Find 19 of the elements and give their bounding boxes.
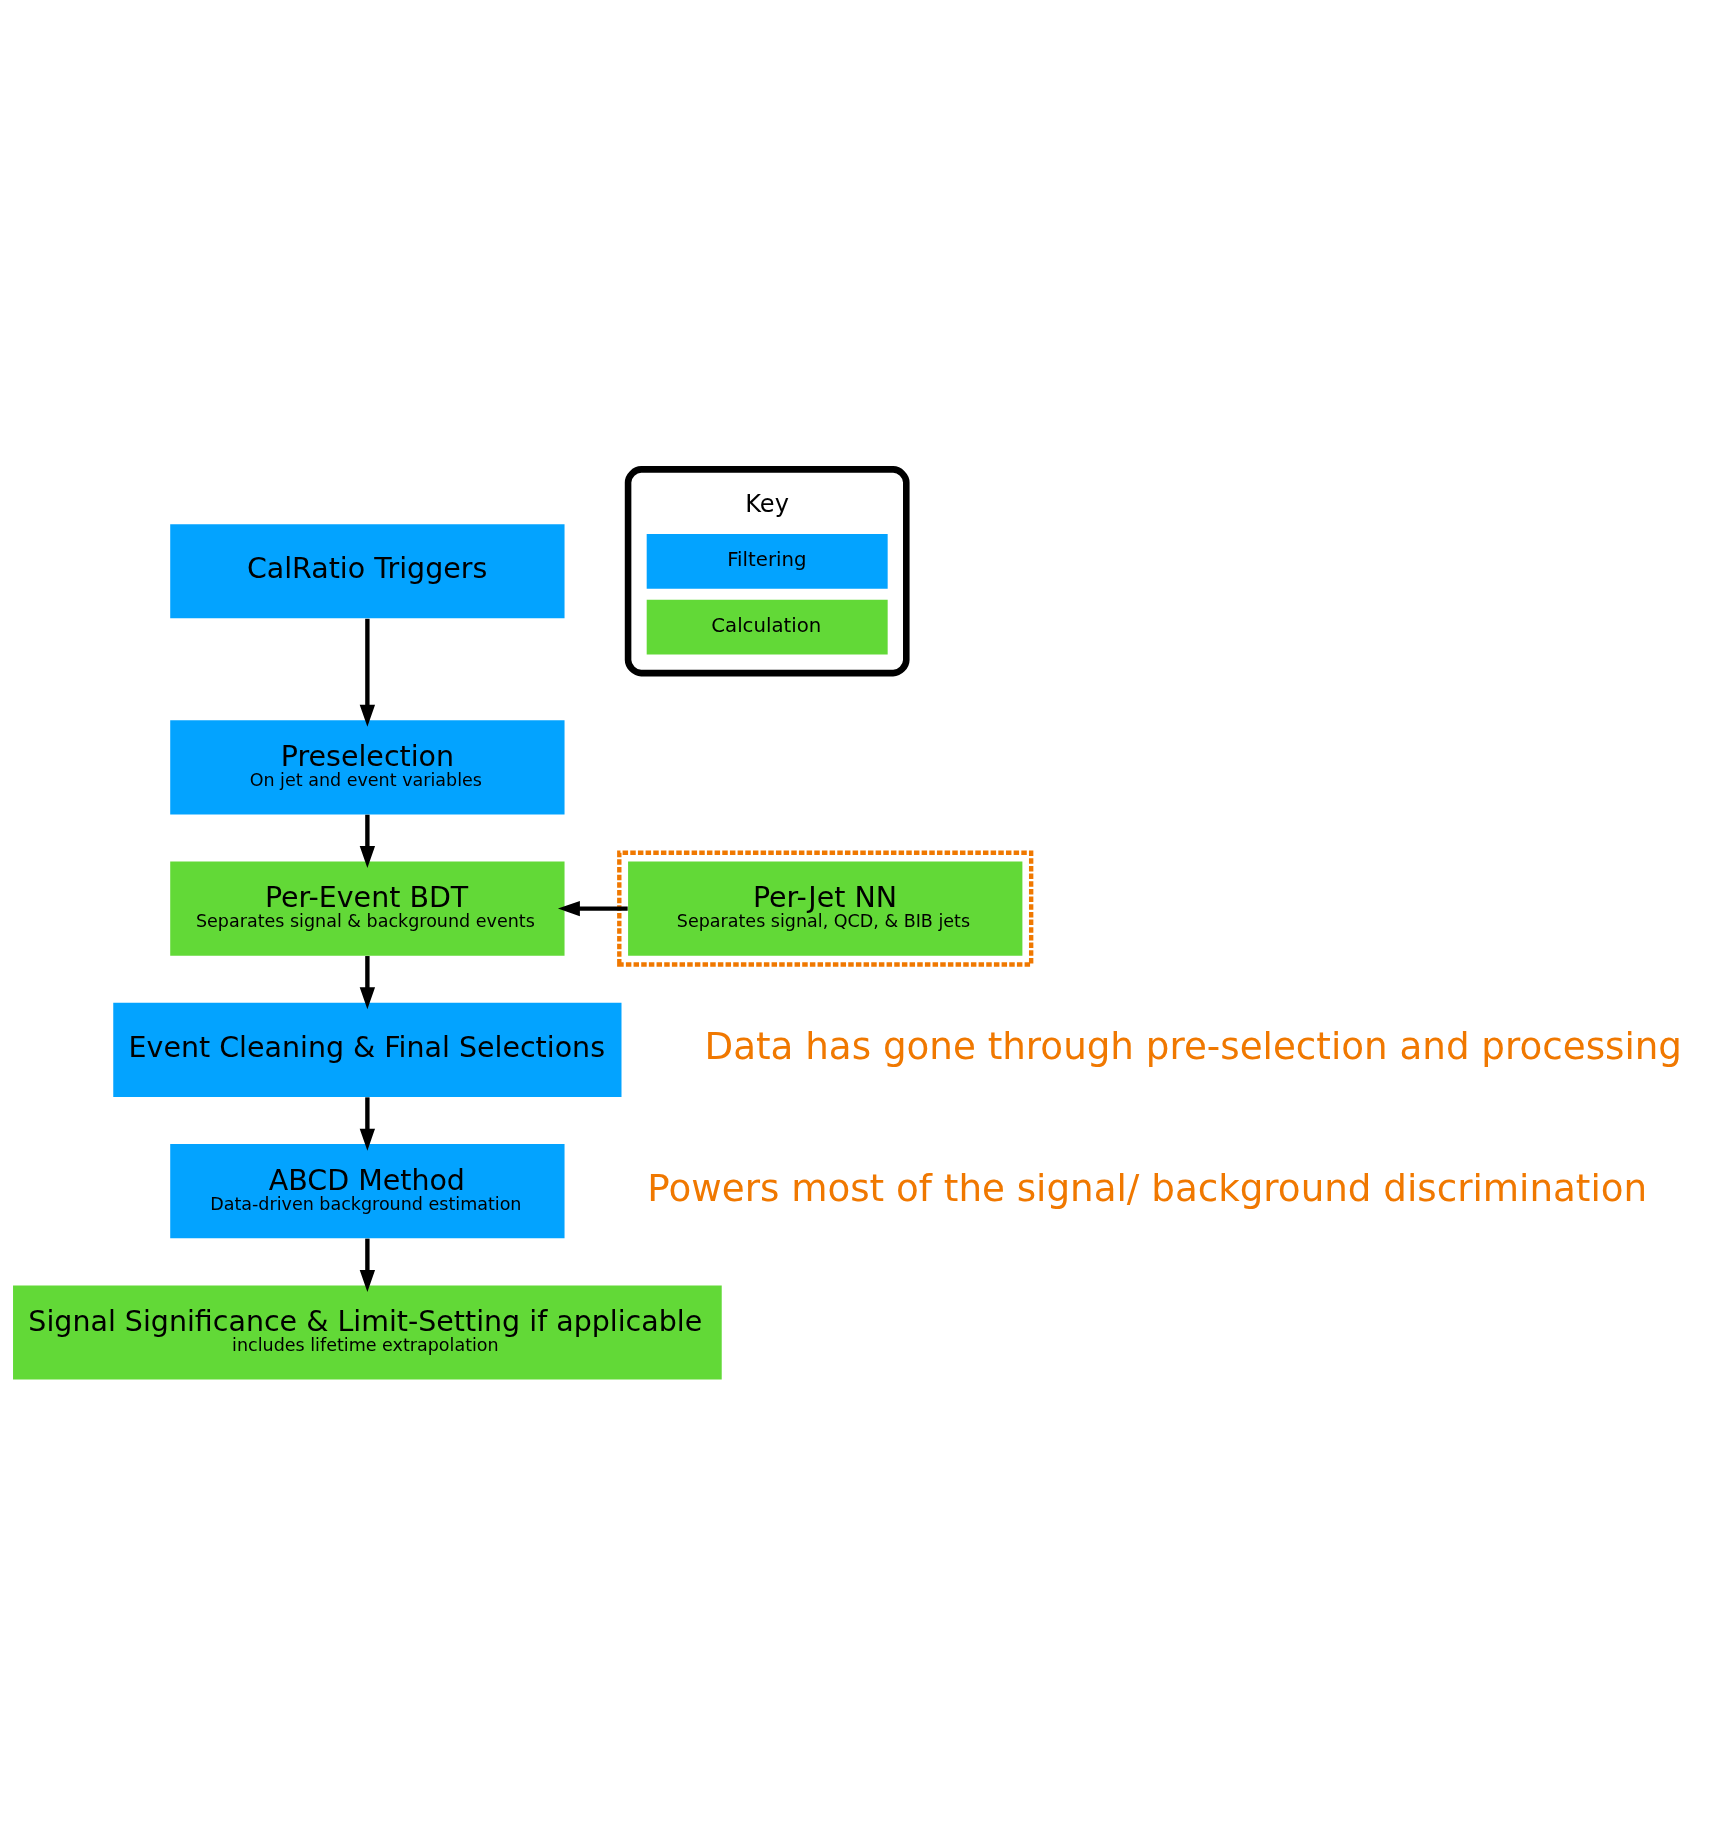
label: Key [745, 489, 789, 518]
label: Powers most of the signal/ background discrimination [647, 1165, 1648, 1210]
arrow [359, 814, 376, 868]
node-box: Per-Event BDT Separates signal & background events [170, 861, 565, 956]
node-box: Signal Significance & Limit-Setting if applicable includes lifetime extrapolation [13, 1284, 722, 1380]
arrow [557, 900, 628, 916]
node-box: ABCD Method Data-driven background estimation [170, 1143, 565, 1238]
label: Data has gone through pre-selection and processing [704, 1023, 1683, 1068]
cluster [617, 850, 1034, 967]
arrow [359, 1096, 376, 1151]
arrow [359, 1238, 376, 1292]
node-box: Preselection On jet and event variables [170, 719, 565, 814]
node-box: CalRatio Triggers [170, 523, 565, 618]
arrow [359, 955, 376, 1009]
arrow [359, 618, 376, 727]
node-box: Per-Jet NN Separates signal, QCD, & BIB jets [628, 861, 1023, 956]
legend-label: Calculation [711, 613, 822, 637]
legend-label: Filtering [727, 547, 807, 571]
node-box: Event Cleaning & Final Selections [113, 1002, 622, 1097]
